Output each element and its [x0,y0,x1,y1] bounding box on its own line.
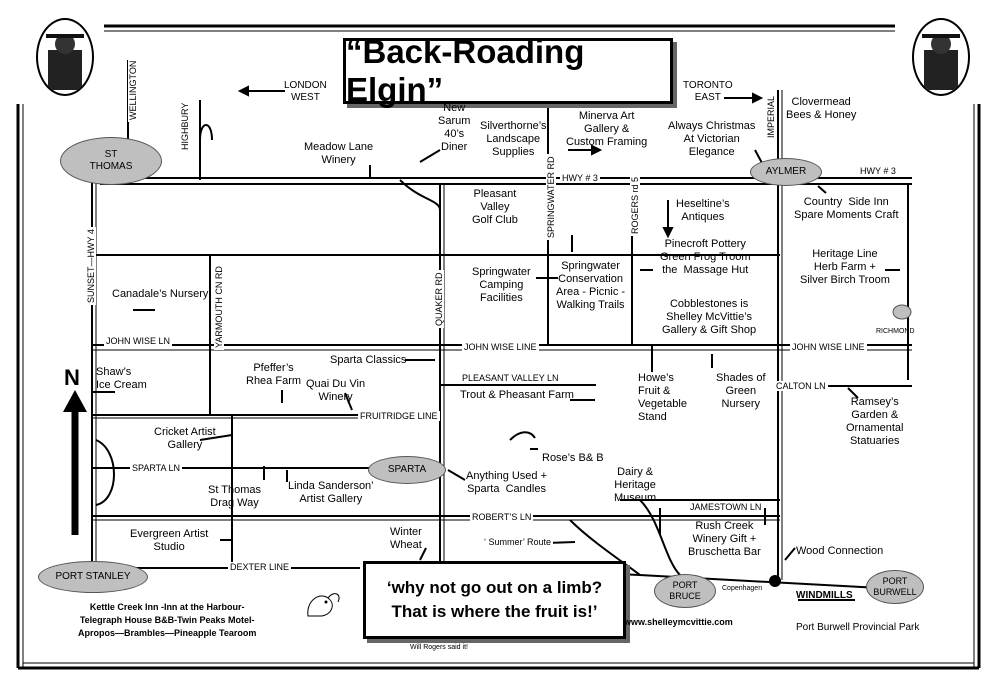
website-link[interactable]: www.shelleymcvittie.com [624,617,733,627]
road-imperial: IMPERIAL [766,93,776,140]
place-sparta-classics: Sparta Classics [330,354,407,366]
place-anything-used: Anything Used + Sparta Candles [466,470,548,495]
place-howes: Howe’s Fruit & Vegetable Stand [638,372,687,423]
place-cobblestones: Cobblestones is Shelley McVittie’s Galle… [662,298,757,336]
road-springwater: SPRINGWATER RD [546,154,556,240]
direction-toronto-east: TORONTO EAST [683,80,733,103]
road-john-wise-mid: JOHN WISE LINE [462,342,539,352]
road-highbury: HIGHBURY [180,100,190,152]
place-linda-sanderson: Linda Sanderson’ Artist Gallery [288,480,374,505]
place-wood-connection: Wood Connection [796,545,884,557]
town-port-stanley: PORT STANLEY [38,561,148,593]
north-label: N [64,365,80,390]
place-pleasant-valley-golf: Pleasant Valley Golf Club [472,188,518,226]
quote-line-2: That is where the fruit is!’ [391,602,598,621]
place-st-thomas-drag: St Thomas Drag Way [208,484,261,509]
place-minerva: Minerva Art Gallery & Custom Framing [566,110,648,148]
place-dairy-heritage: Dairy & Heritage Museum [614,466,657,504]
portrait-right-icon [912,18,970,96]
quote-attribution: Will Rogers said it! [410,644,468,651]
portrait-left-icon [36,18,94,96]
road-summer-route: ‘ Summer’ Route [482,537,554,547]
town-st-thomas: ST THOMAS [60,137,162,185]
road-rogers: ROGERS rd 5 [630,174,640,236]
road-fruitridge: FRUITRIDGE LINE [358,411,440,421]
town-copenhagen: Copenhagen [722,585,763,592]
quote-box: ‘why not go out on a limb? That is where… [363,561,626,639]
road-hwy3-east: HWY # 3 [858,166,898,176]
road-roberts: ROBERT’S LN [470,512,534,522]
road-wellington: WELLINGTON [128,58,138,122]
map-title: “Back-Roading Elgin” [343,33,673,108]
place-always-christmas: Always Christmas At Victorian Elegance [668,120,756,158]
road-pleasant-valley: PLEASANT VALLEY LN [460,373,561,383]
town-aylmer: AYLMER [750,158,822,186]
place-pinecroft: Pinecroft Pottery Green Frog Troom the M… [660,238,751,276]
quote-line-1: ‘why not go out on a limb? [386,578,603,597]
road-hwy3-mid: HWY # 3 [560,173,600,183]
road-sparta-ln: SPARTA LN [130,463,183,473]
place-meadow-lane: Meadow Lane Winery [304,141,374,166]
place-canadales: Canadale’s Nursery [112,288,209,300]
place-winter-wheat: Winter Wheat [390,526,422,551]
road-yarmouth: YARMOUTH CN RD [214,264,224,350]
place-heritage-line: Heritage Line Herb Farm + Silver Birch T… [800,248,890,286]
place-springwater-camping: Springwater Camping Facilities [472,266,531,304]
place-ramseys: Ramsey’s Garden & Ornamental Statuaries [846,396,904,447]
town-sparta: SPARTA [368,456,446,484]
place-trout-pheasant: Trout & Pheasant Farm [460,389,574,401]
place-roses: Rose’s B& B [542,452,604,464]
road-sunset-hwy4: SUNSET—HWY 4 [86,227,96,305]
road-john-wise-west: JOHN WISE LN [104,336,173,346]
place-silverthorne: Silverthorne’s Landscape Supplies [480,120,547,158]
place-heseltine: Heseltine’s Antiques [676,198,730,223]
direction-london-west: LONDON WEST [284,80,327,103]
place-kettle-creek: Kettle Creek Inn -Inn at the Harbour- Te… [78,602,257,638]
town-port-bruce: PORT BRUCE [654,574,716,608]
town-richmond: RICHMOND [876,328,915,335]
place-shades-green: Shades of Green Nursery [716,372,766,410]
road-calton: CALTON LN [774,381,828,391]
place-cricket-artist: Cricket Artist Gallery [154,426,216,451]
road-quaker: QUAKER RD [434,270,444,328]
road-jamestown: JAMESTOWN LN [688,502,764,512]
road-windmills: WINDMILLS [796,590,853,601]
place-new-sarum: New Sarum 40’s Diner [438,102,471,153]
place-springwater-conservation: Springwater Conservation Area - Picnic -… [556,260,626,311]
place-quai-du-vin: Quai Du Vin Winery [306,378,366,403]
place-port-burwell-park: Port Burwell Provincial Park [796,622,920,633]
place-country-side: Country Side Inn Spare Moments Craft [794,196,899,221]
squirrel-sketch-icon [302,586,344,622]
place-evergreen: Evergreen Artist Studio [130,528,209,553]
place-clovermead: Clovermead Bees & Honey [786,96,857,121]
road-dexter: DEXTER LINE [228,562,292,572]
place-rush-creek: Rush Creek Winery Gift + Bruschetta Bar [688,520,761,558]
place-pfeffers: Pfeffer’s Rhea Farm [246,362,302,387]
road-john-wise-east: JOHN WISE LINE [790,342,867,352]
town-port-burwell: PORT BURWELL [866,570,924,604]
place-shaws: Shaw’s Ice Cream [96,366,147,391]
